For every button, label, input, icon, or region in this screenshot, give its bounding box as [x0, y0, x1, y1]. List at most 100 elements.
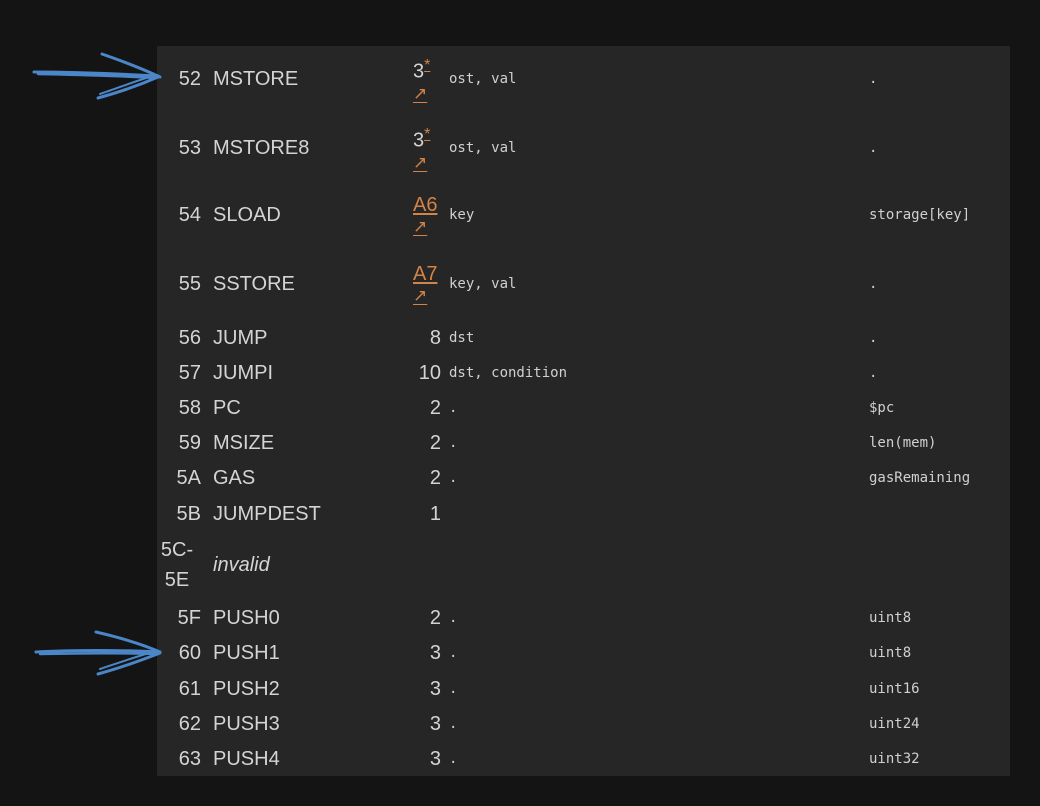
- external-link-icon[interactable]: ↗: [413, 217, 428, 236]
- gas-value: 2: [429, 466, 441, 489]
- opcode-hex: 57: [178, 362, 201, 384]
- opcode-hex: 55: [178, 273, 201, 295]
- opcode-name: PC: [213, 396, 241, 419]
- gas-cell: 3* ↗: [413, 46, 443, 112]
- stack-output: uint24: [869, 716, 920, 732]
- gas-cell: A7 ↗: [413, 250, 443, 318]
- stack-output: .: [869, 330, 878, 346]
- opcode-hex: 54: [178, 204, 201, 226]
- opcode-name: JUMPI: [213, 361, 273, 384]
- stack-inputs: dst, condition: [449, 365, 568, 381]
- table-row: 5C- 5E invalid: [157, 532, 1010, 598]
- stack-inputs: .: [449, 681, 458, 697]
- table-row: 63 PUSH4 3 . uint32: [157, 741, 1010, 777]
- opcode-name: PUSH2: [213, 677, 280, 700]
- opcode-hex: 63: [178, 748, 201, 770]
- opcode-hex: 58: [178, 397, 201, 419]
- gas-footnote-link[interactable]: *: [424, 57, 431, 75]
- external-link-icon[interactable]: ↗: [413, 152, 428, 172]
- opcode-hex: 5F: [177, 607, 201, 629]
- stack-output: .: [869, 140, 878, 156]
- gas-cell: 3* ↗: [413, 114, 443, 182]
- table-row: 59 MSIZE 2 . len(mem): [157, 425, 1010, 461]
- gas-value: 3: [429, 712, 441, 735]
- opcode-hex-range: 5C- 5E: [157, 532, 197, 598]
- external-link-icon[interactable]: ↗: [413, 83, 428, 103]
- gas-value: 3: [429, 641, 441, 664]
- stack-inputs: .: [449, 751, 458, 767]
- stack-inputs: .: [449, 645, 458, 661]
- gas-value: 3: [413, 60, 425, 83]
- stack-inputs: key: [449, 207, 475, 223]
- opcode-hex: 5A: [176, 467, 201, 489]
- gas-footnote-link[interactable]: *: [424, 126, 431, 144]
- stack-inputs: .: [449, 435, 458, 451]
- opcode-name: PUSH3: [213, 712, 280, 735]
- table-row: 54 SLOAD A6 ↗ key storage[key]: [157, 182, 1010, 248]
- table-row: 52 MSTORE 3* ↗ ost, val .: [157, 46, 1010, 112]
- stack-output: uint32: [869, 751, 920, 767]
- stack-inputs: .: [449, 716, 458, 732]
- stack-output: len(mem): [869, 435, 937, 451]
- stack-output: gasRemaining: [869, 470, 971, 486]
- opcode-name: PUSH4: [213, 747, 280, 770]
- opcode-name: MSIZE: [213, 431, 275, 454]
- opcode-name: SSTORE: [213, 272, 295, 295]
- table-row: 56 JUMP 8 dst .: [157, 320, 1010, 356]
- annotation-arrow-icon: [34, 630, 162, 676]
- gas-value: 3: [413, 129, 425, 152]
- opcode-name: invalid: [213, 553, 270, 576]
- opcode-table: 52 MSTORE 3* ↗ ost, val . 53 MSTORE8 3* …: [157, 46, 1010, 776]
- stack-inputs: ost, val: [449, 140, 517, 156]
- opcode-hex: 5B: [176, 503, 201, 525]
- table-row: 62 PUSH3 3 . uint24: [157, 706, 1010, 742]
- stack-output: storage[key]: [869, 207, 971, 223]
- table-row: 58 PC 2 . $pc: [157, 390, 1010, 426]
- gas-value: 8: [429, 326, 441, 349]
- stack-inputs: key, val: [449, 276, 517, 292]
- table-row: 60 PUSH1 3 . uint8: [157, 635, 1010, 671]
- opcode-hex: 59: [178, 432, 201, 454]
- gas-value: 3: [429, 747, 441, 770]
- opcode-hex: 61: [178, 678, 201, 700]
- stack-output: uint8: [869, 645, 912, 661]
- opcode-hex: 52: [178, 68, 201, 90]
- opcode-name: PUSH1: [213, 641, 280, 664]
- stack-output: uint16: [869, 681, 920, 697]
- gas-value: 3: [429, 677, 441, 700]
- table-row: 5A GAS 2 . gasRemaining: [157, 460, 1010, 496]
- opcode-name: JUMP: [213, 326, 268, 349]
- stack-inputs: dst: [449, 330, 475, 346]
- opcode-name: SLOAD: [213, 203, 281, 226]
- opcode-hex-range-end: 5E: [164, 569, 190, 591]
- stack-inputs: .: [449, 400, 458, 416]
- opcode-hex: 53: [178, 137, 201, 159]
- gas-value: 2: [429, 396, 441, 419]
- table-row: 5F PUSH0 2 . uint8: [157, 600, 1010, 636]
- opcode-name: GAS: [213, 466, 256, 489]
- stack-inputs: ost, val: [449, 71, 517, 87]
- table-row: 5B JUMPDEST 1: [157, 496, 1010, 532]
- opcode-hex: 60: [178, 642, 201, 664]
- table-row: 53 MSTORE8 3* ↗ ost, val .: [157, 114, 1010, 182]
- opcode-name: PUSH0: [213, 606, 280, 629]
- gas-value: 2: [429, 606, 441, 629]
- opcode-name: MSTORE8: [213, 136, 310, 159]
- opcode-hex: 56: [178, 327, 201, 349]
- table-row: 61 PUSH2 3 . uint16: [157, 671, 1010, 707]
- opcode-hex-range-start: 5C-: [160, 539, 194, 561]
- opcode-hex: 62: [178, 713, 201, 735]
- stack-output: $pc: [869, 400, 895, 416]
- gas-link[interactable]: A7: [413, 263, 438, 285]
- stack-inputs: .: [449, 610, 458, 626]
- gas-link[interactable]: A6: [413, 194, 438, 216]
- table-row: 57 JUMPI 10 dst, condition .: [157, 355, 1010, 391]
- gas-value: 1: [429, 502, 441, 525]
- external-link-icon[interactable]: ↗: [413, 286, 428, 305]
- stack-output: .: [869, 71, 878, 87]
- stack-output: .: [869, 276, 878, 292]
- stack-output: .: [869, 365, 878, 381]
- gas-value: 2: [429, 431, 441, 454]
- opcode-name: MSTORE: [213, 67, 299, 90]
